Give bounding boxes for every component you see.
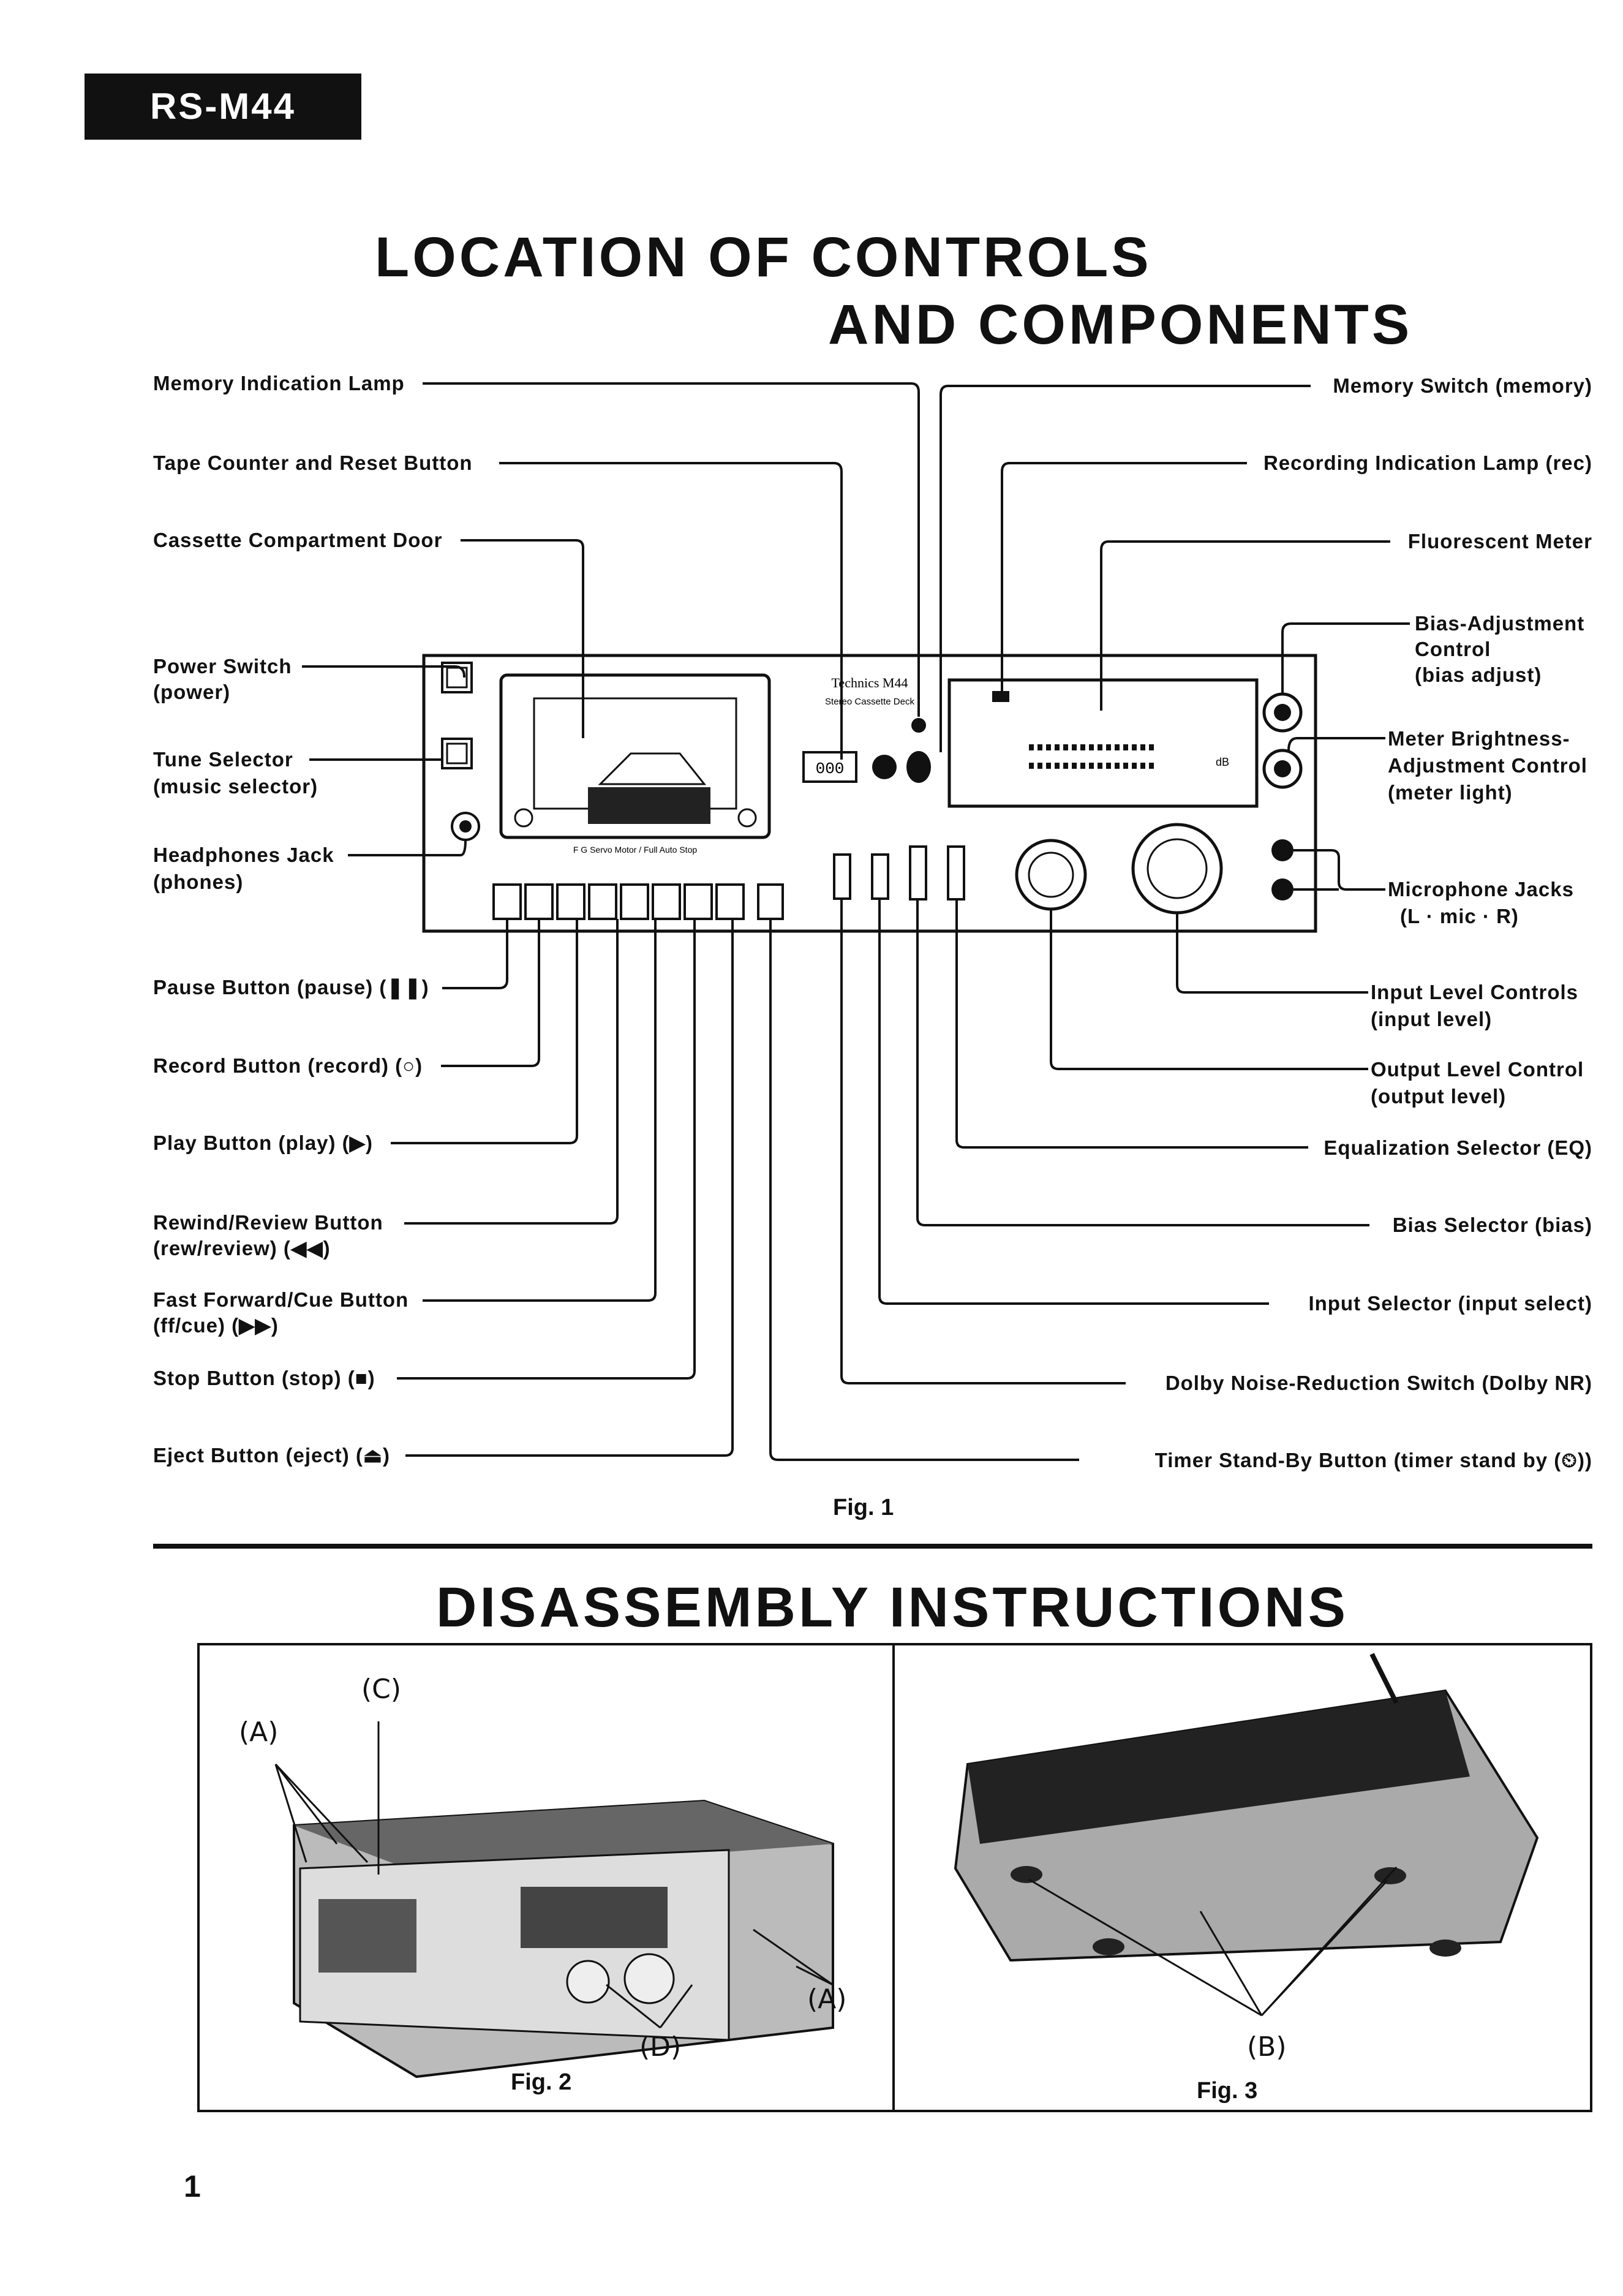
label-bias-adjustment-3: (bias adjust) [1415, 663, 1542, 686]
label-eq-selector: Equalization Selector (EQ) [1324, 1136, 1592, 1159]
label-meter-brightness-2: Adjustment Control [1388, 754, 1587, 777]
label-meter-brightness-3: (meter light) [1388, 781, 1513, 804]
label-memory-switch: Memory Switch (memory) [1333, 374, 1592, 397]
section-title: DISASSEMBLY INSTRUCTIONS [436, 1576, 1349, 1639]
section-divider [153, 1544, 1592, 1549]
fig2-callout-c: (C) [361, 1674, 402, 1705]
transport-buttons [492, 883, 784, 920]
memory-lamp-graphic [911, 718, 926, 733]
page-title-line1: LOCATION OF CONTROLS [375, 226, 1152, 289]
model-badge: RS-M44 [85, 74, 361, 140]
label-record-button: Record Button (record) (○) [153, 1054, 423, 1077]
label-cassette-door: Cassette Compartment Door [153, 529, 443, 551]
motor-text: F G Servo Motor / Full Auto Stop [573, 845, 698, 855]
fig2-callout-d: (D) [639, 2031, 682, 2063]
fig1-caption: Fig. 1 [833, 1495, 894, 1520]
counter-window [802, 751, 857, 783]
label-eject-button: Eject Button (eject) (⏏) [153, 1444, 391, 1467]
counter-digits: 000 [816, 760, 845, 778]
label-tune-selector-sub: (music selector) [153, 775, 318, 798]
label-power-switch: Power Switch [153, 655, 292, 678]
mic-jack-r [1271, 878, 1294, 901]
page-title-line2: AND COMPONENTS [828, 293, 1413, 356]
meter-unit: dB [1216, 756, 1229, 768]
label-headphones-jack: Headphones Jack [153, 844, 334, 866]
memory-switch-graphic [906, 751, 931, 783]
figure-divider [892, 1643, 895, 2112]
fig2-callout-a: (A) [239, 1716, 279, 1748]
label-input-selector: Input Selector (input select) [1308, 1292, 1592, 1315]
label-ff-button: Fast Forward/Cue Button [153, 1288, 409, 1311]
fig2-callout-a2: (A) [807, 1984, 847, 2015]
label-headphones-jack-sub: (phones) [153, 870, 244, 893]
label-rewind-button: Rewind/Review Button [153, 1211, 383, 1234]
label-input-level-sub: (input level) [1371, 1008, 1493, 1030]
label-play-button: Play Button (play) (▶) [153, 1131, 374, 1154]
label-stop-button: Stop Button (stop) (■) [153, 1367, 375, 1389]
label-input-level: Input Level Controls [1371, 981, 1579, 1003]
label-bias-adjustment: Bias-Adjustment [1415, 612, 1585, 635]
label-recording-lamp: Recording Indication Lamp (rec) [1263, 451, 1592, 474]
label-bias-selector: Bias Selector (bias) [1392, 1214, 1592, 1236]
reset-button-graphic [872, 755, 897, 779]
label-ff-button-sub: (ff/cue) (▶▶) [153, 1314, 279, 1337]
label-output-level-sub: (output level) [1371, 1085, 1507, 1108]
label-tune-selector: Tune Selector [153, 748, 293, 771]
mic-jack-l [1271, 839, 1294, 861]
label-rewind-button-sub: (rew/review) (◀◀) [153, 1237, 331, 1259]
page-number: 1 [184, 2169, 201, 2203]
label-fluorescent-meter: Fluorescent Meter [1407, 530, 1592, 553]
brand-text: Technics M44 [832, 675, 908, 690]
label-meter-brightness: Meter Brightness- [1388, 727, 1570, 750]
label-dolby-nr: Dolby Noise-Reduction Switch (Dolby NR) [1165, 1372, 1592, 1394]
label-bias-adjustment-2: Control [1415, 638, 1491, 660]
fig2-caption: Fig. 2 [511, 2069, 572, 2095]
label-pause-button: Pause Button (pause) (❚❚) [153, 976, 429, 999]
label-power-switch-sub: (power) [153, 681, 231, 703]
label-output-level: Output Level Control [1371, 1058, 1584, 1081]
label-tape-counter: Tape Counter and Reset Button [153, 451, 473, 474]
label-microphone-jacks: Microphone Jacks [1388, 878, 1574, 901]
fig3-callout-b: (B) [1247, 2031, 1287, 2063]
figure-frame [197, 1643, 1592, 2112]
label-timer-standby: Timer Stand-By Button (timer stand by (⏲… [1154, 1449, 1592, 1471]
label-microphone-jacks-sub: (L · mic · R) [1400, 905, 1519, 927]
label-memory-indication-lamp: Memory Indication Lamp [153, 372, 405, 395]
fig3-caption: Fig. 3 [1197, 2078, 1258, 2104]
deck-subtitle: Stereo Cassette Deck [825, 697, 914, 707]
